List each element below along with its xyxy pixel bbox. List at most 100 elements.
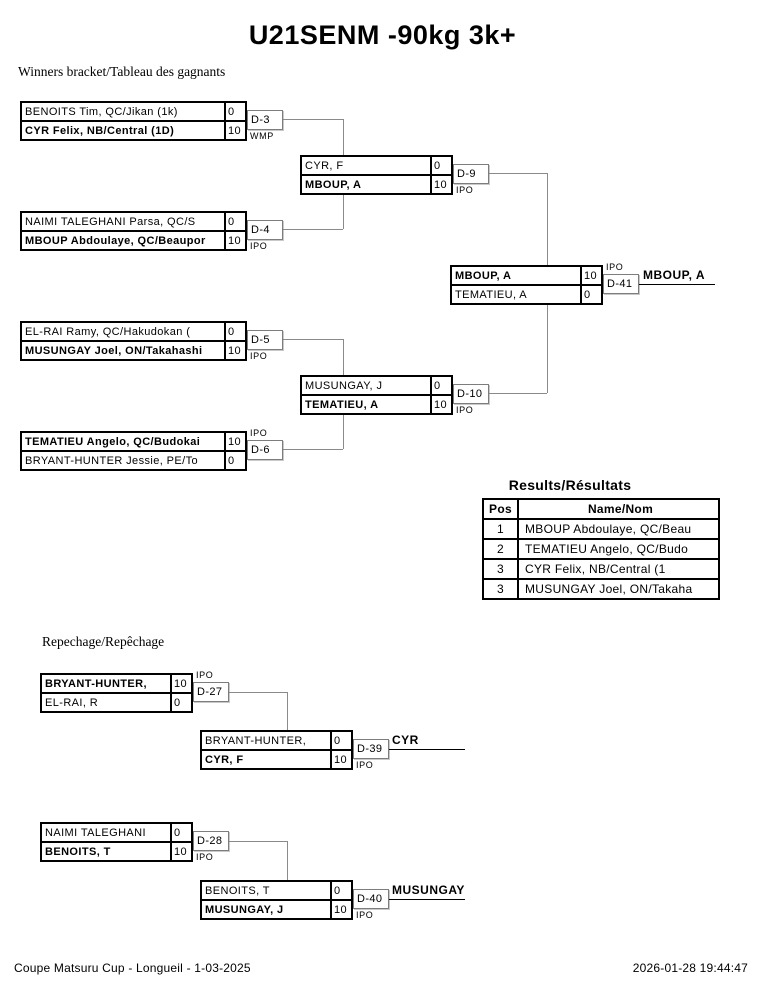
competitor-score: 0	[170, 824, 191, 841]
match-box-d27: BRYANT-HUNTER, 10 EL-RAI, R 0	[40, 673, 193, 713]
competitor-name: TEMATIEU Angelo, QC/Budokai	[25, 435, 201, 448]
competitor-name: MBOUP Abdoulaye, QC/Beaupor	[25, 234, 206, 247]
competitor-score: 10	[430, 396, 451, 413]
repechage-label: Repechage/Repêchage	[42, 634, 165, 649]
results-row: 3 MUSUNGAY Joel, ON/Takaha	[482, 578, 720, 600]
competitor-row: MBOUP Abdoulaye, QC/Beaupor 10	[22, 230, 245, 249]
competitor-row: TEMATIEU Angelo, QC/Budokai 10	[22, 433, 245, 450]
match-box-d6: TEMATIEU Angelo, QC/Budokai 10 BRYANT-HU…	[20, 431, 247, 471]
competitor-row: MUSUNGAY, J 0	[302, 377, 451, 394]
competitor-row: BENOITS Tim, QC/Jikan (1k) 0	[22, 103, 245, 120]
competitor-name: TEMATIEU, A	[305, 398, 379, 411]
results-row: 1 MBOUP Abdoulaye, QC/Beau	[482, 518, 720, 540]
competitor-score: 0	[224, 103, 245, 120]
competitor-row: EL-RAI Ramy, QC/Hakudokan ( 0	[22, 323, 245, 340]
connector-line	[229, 841, 287, 842]
repechage-winner-b-line	[389, 899, 465, 900]
match-method-d10: IPO	[456, 405, 474, 415]
match-tag-d28: D-28	[193, 831, 229, 851]
result-name: MBOUP Abdoulaye, QC/Beau	[517, 518, 720, 540]
result-name: TEMATIEU Angelo, QC/Budo	[517, 538, 720, 560]
match-tag-d4: D-4	[247, 220, 283, 240]
connector-line	[489, 173, 547, 174]
match-box-d5: EL-RAI Ramy, QC/Hakudokan ( 0 MUSUNGAY J…	[20, 321, 247, 361]
competitor-name: CYR, F	[305, 159, 344, 172]
connector-line	[287, 841, 288, 880]
competitor-score: 0	[430, 377, 451, 394]
competitor-row: EL-RAI, R 0	[42, 692, 191, 711]
competitor-row: TEMATIEU, A 10	[302, 394, 451, 413]
footer-event-info: Coupe Matsuru Cup - Longueil - 1-03-2025	[14, 961, 251, 975]
competitor-row: NAIMI TALEGHANI Parsa, QC/S 0	[22, 213, 245, 230]
connector-line	[283, 229, 343, 230]
competitor-score: 0	[224, 323, 245, 340]
competitor-row: BRYANT-HUNTER Jessie, PE/To 0	[22, 450, 245, 469]
result-pos: 3	[482, 558, 519, 580]
match-tag-d3: D-3	[247, 110, 283, 130]
competitor-row: CYR Felix, NB/Central (1D) 10	[22, 120, 245, 139]
competitor-row: CYR, F 10	[202, 749, 351, 768]
competitor-row: BENOITS, T 0	[202, 882, 351, 899]
result-pos: 1	[482, 518, 519, 540]
competitor-name: MUSUNGAY Joel, ON/Takahashi	[25, 344, 203, 357]
connector-line	[343, 415, 344, 449]
competitor-row: NAIMI TALEGHANI 0	[42, 824, 191, 841]
match-tag-d10: D-10	[453, 384, 489, 404]
match-box-d10: MUSUNGAY, J 0 TEMATIEU, A 10	[300, 375, 453, 415]
match-method-d27: IPO	[196, 670, 214, 680]
results-header-row: Pos Name/Nom	[482, 498, 720, 520]
competitor-name: MBOUP, A	[305, 178, 362, 191]
result-pos: 2	[482, 538, 519, 560]
competitor-score: 0	[224, 213, 245, 230]
match-tag-d39: D-39	[353, 739, 389, 759]
connector-line	[547, 173, 548, 265]
competitor-name: BENOITS Tim, QC/Jikan (1k)	[25, 105, 178, 118]
match-tag-d41: D-41	[603, 274, 639, 294]
competitor-name: BRYANT-HUNTER Jessie, PE/To	[25, 454, 198, 467]
results-row: 2 TEMATIEU Angelo, QC/Budo	[482, 538, 720, 560]
competitor-score: 10	[170, 843, 191, 860]
results-header-pos: Pos	[482, 498, 519, 520]
competitor-score: 10	[580, 267, 601, 284]
match-tag-d40: D-40	[353, 889, 389, 909]
competitor-score: 0	[580, 286, 601, 303]
competitor-name: EL-RAI Ramy, QC/Hakudokan (	[25, 325, 191, 338]
connector-line	[229, 692, 287, 693]
match-box-d4: NAIMI TALEGHANI Parsa, QC/S 0 MBOUP Abdo…	[20, 211, 247, 251]
competitor-row: MBOUP, A 10	[302, 174, 451, 193]
match-tag-d6: D-6	[247, 440, 283, 460]
connector-line	[547, 305, 548, 393]
match-box-d9: CYR, F 0 MBOUP, A 10	[300, 155, 453, 195]
competitor-row: TEMATIEU, A 0	[452, 284, 601, 303]
page-title: U21SENM -90kg 3k+	[248, 20, 517, 50]
competitor-score: 0	[430, 157, 451, 174]
competitor-name: MBOUP, A	[455, 269, 512, 282]
match-method-d6: IPO	[250, 428, 268, 438]
competitor-name: CYR, F	[205, 753, 244, 766]
footer-timestamp: 2026-01-28 19:44:47	[632, 961, 748, 975]
competitor-row: BENOITS, T 10	[42, 841, 191, 860]
competitor-score: 10	[224, 342, 245, 359]
result-pos: 3	[482, 578, 519, 600]
match-box-d3: BENOITS Tim, QC/Jikan (1k) 0 CYR Felix, …	[20, 101, 247, 141]
connector-line	[489, 393, 547, 394]
competitor-name: NAIMI TALEGHANI	[45, 826, 146, 839]
competitor-score: 10	[430, 176, 451, 193]
competitor-score: 0	[330, 732, 351, 749]
connector-line	[283, 449, 343, 450]
match-method-d5: IPO	[250, 351, 268, 361]
match-tag-d9: D-9	[453, 164, 489, 184]
competitor-row: BRYANT-HUNTER, 10	[42, 675, 191, 692]
competitor-score: 10	[170, 675, 191, 692]
competitor-score: 0	[170, 694, 191, 711]
competitor-row: MUSUNGAY Joel, ON/Takahashi 10	[22, 340, 245, 359]
match-method-d3: WMP	[250, 131, 274, 141]
competitor-score: 10	[330, 901, 351, 918]
connector-line	[343, 195, 344, 229]
results-table: Pos Name/Nom 1 MBOUP Abdoulaye, QC/Beau …	[482, 498, 720, 600]
result-name: MUSUNGAY Joel, ON/Takaha	[517, 578, 720, 600]
competitor-name: BENOITS, T	[45, 845, 111, 858]
match-box-d28: NAIMI TALEGHANI 0 BENOITS, T 10	[40, 822, 193, 862]
match-tag-d27: D-27	[193, 682, 229, 702]
